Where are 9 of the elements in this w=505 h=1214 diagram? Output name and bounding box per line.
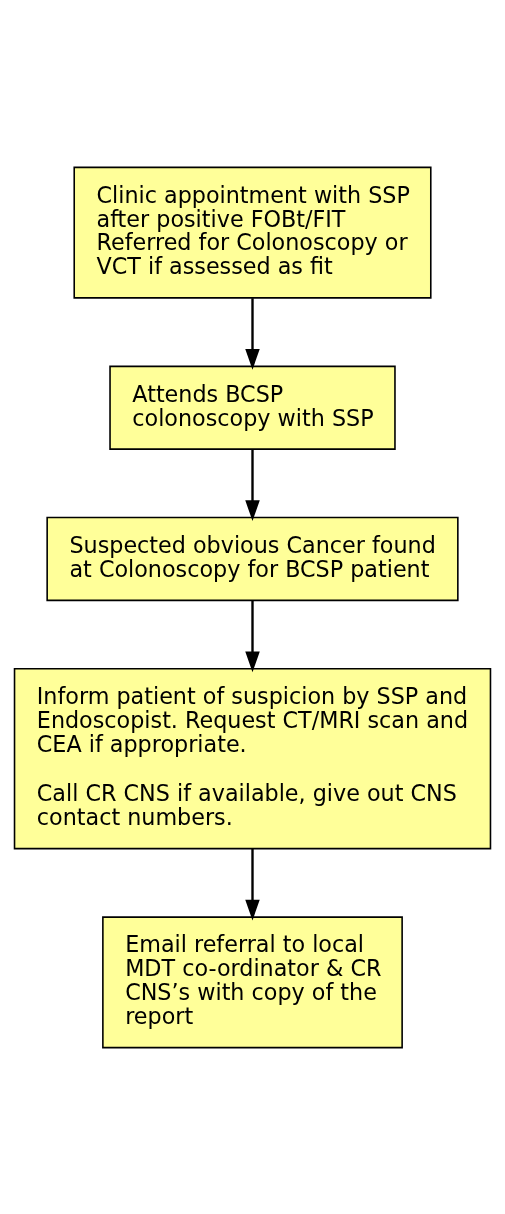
arrow (245, 848, 260, 920)
node-box: Inform patient of suspicion by SSP and Endoscopist. Request CT/MRI scan and CEA if appropriate. Call CR CNS if available, give out CNS contact numbers. (13, 667, 492, 849)
arrow (245, 449, 260, 521)
arrow (245, 600, 260, 672)
arrow (245, 297, 260, 370)
node-box: Clinic appointment with SSP after positive FOBt/FIT Referred for Colonoscopy or VCT if assessed as fit (73, 166, 432, 299)
node-box: Suspected obvious Cancer found at Colonoscopy for BCSP patient (46, 516, 459, 601)
node-box: Attends BCSP colonoscopy with SSP (109, 365, 396, 450)
node-box: Email referral to local MDT co-ordinator & CR CNS’s with copy of the report (102, 915, 403, 1048)
